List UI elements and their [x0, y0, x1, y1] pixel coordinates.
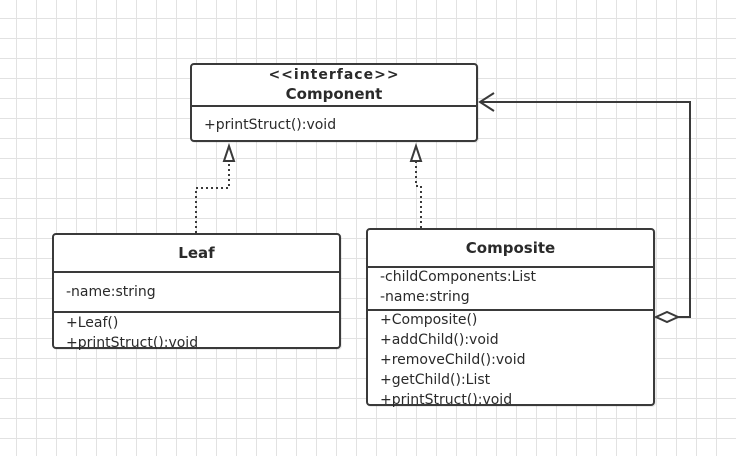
composite-class-box[interactable]: Composite -childComponents:List -name:st… [366, 228, 655, 408]
leaf-attributes-divider [54, 271, 339, 273]
leaf-realization-line [195, 162, 230, 233]
leaf-realization-arrowhead [222, 142, 236, 162]
composite-attributes: -childComponents:List -name:string [368, 267, 653, 307]
component-divider [192, 105, 476, 107]
attribute-row: -name:string [380, 289, 470, 305]
method-row: +Leaf() [66, 315, 119, 331]
method-row: +removeChild():void [380, 352, 526, 368]
method-row: +getChild():List [380, 372, 491, 388]
composite-attributes-divider [368, 266, 653, 268]
component-class-box[interactable]: <<interface>> Component +printStruct():v… [190, 63, 478, 142]
composite-methods-divider [368, 309, 653, 311]
method-row: +printStruct():void [380, 392, 513, 408]
attribute-row: -name:string [66, 284, 156, 300]
leaf-header: Leaf [54, 235, 339, 272]
composite-class-name: Composite [465, 239, 556, 257]
attribute-row: -childComponents:List [380, 269, 537, 285]
component-stereotype: <<interface>> [268, 67, 400, 83]
composite-header: Composite [368, 230, 653, 267]
composite-realization-line [415, 162, 422, 228]
method-row: +Composite() [380, 312, 478, 328]
leaf-attributes: -name:string [54, 282, 339, 302]
component-class-name: Component [285, 85, 383, 103]
leaf-class-name: Leaf [178, 244, 215, 262]
composite-realization-arrowhead [409, 142, 423, 162]
leaf-class-box[interactable]: Leaf -name:string +Leaf() +printStruct()… [52, 233, 341, 351]
leaf-methods: +Leaf() +printStruct():void [54, 313, 339, 353]
method-row: +printStruct():void [204, 117, 337, 133]
method-row: +addChild():void [380, 332, 499, 348]
composite-methods: +Composite() +addChild():void +removeChi… [368, 310, 653, 410]
component-header: <<interface>> Component [192, 65, 476, 105]
aggregation-diamond [653, 310, 681, 324]
aggregation-open-arrowhead [478, 92, 495, 112]
method-row: +printStruct():void [66, 335, 199, 351]
leaf-methods-divider [54, 311, 339, 313]
component-methods: +printStruct():void [192, 115, 476, 135]
